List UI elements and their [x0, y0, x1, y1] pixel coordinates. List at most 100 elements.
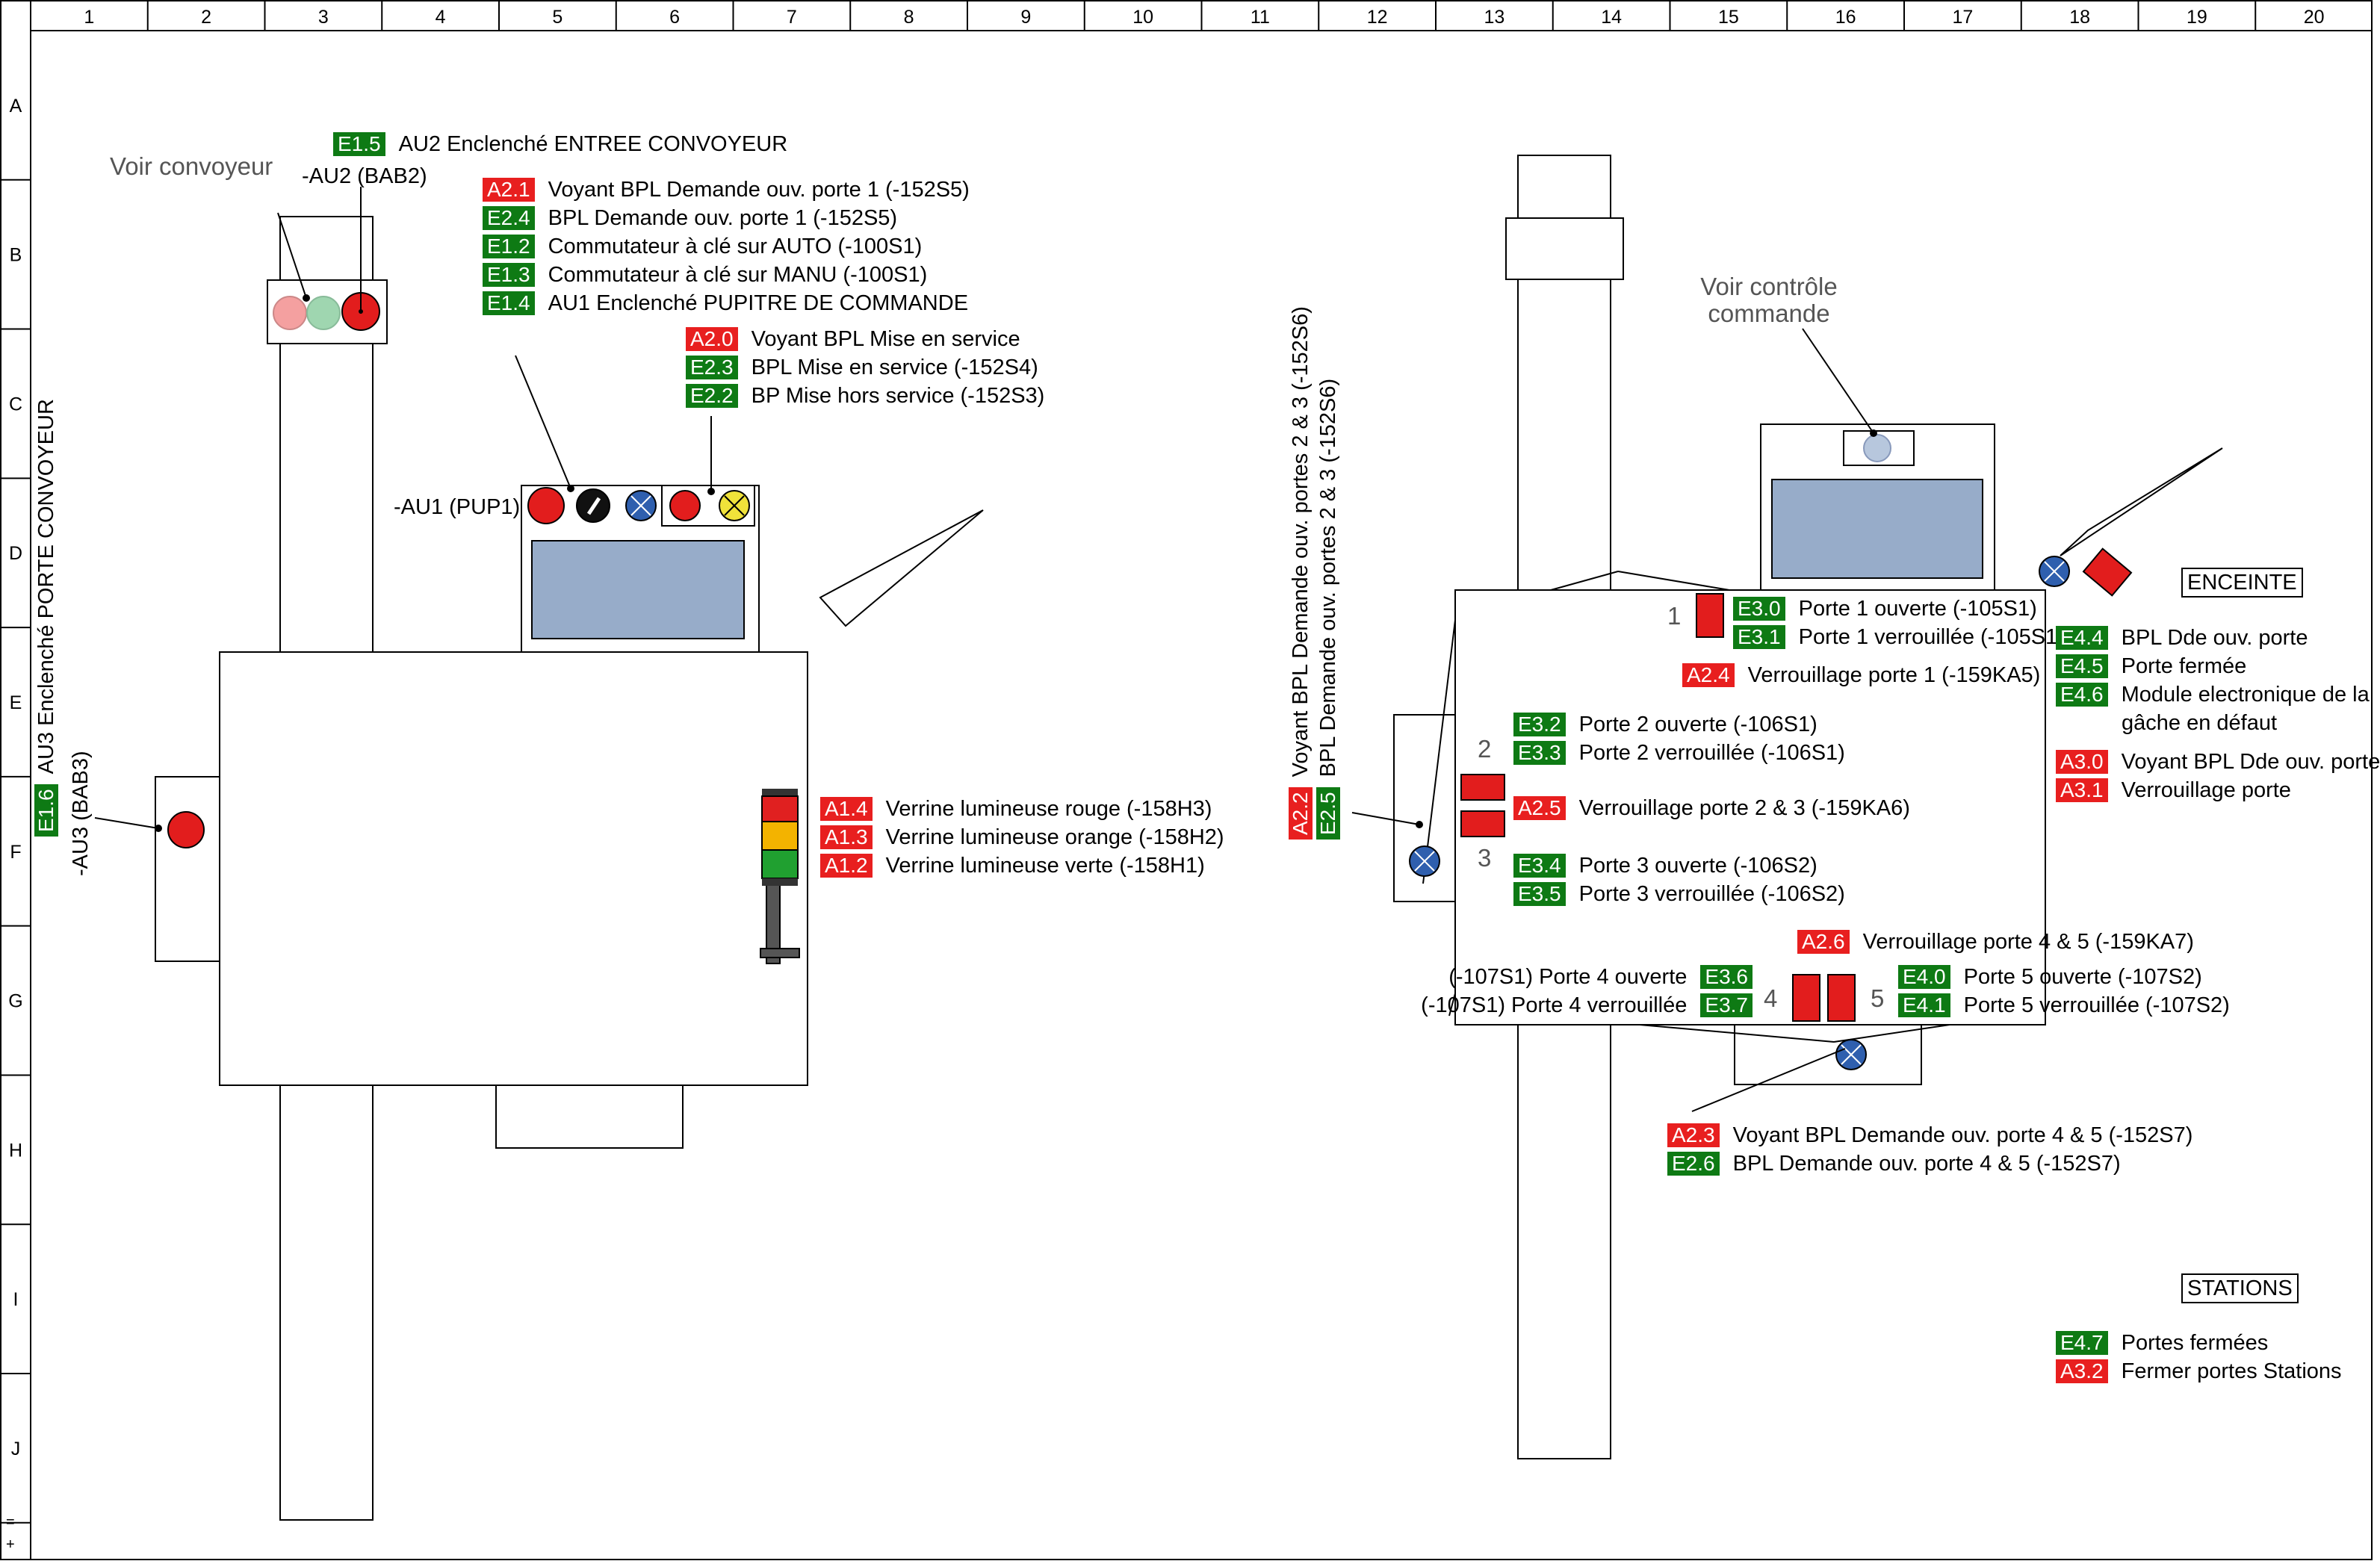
io-tag: E3.2 [1513, 713, 1566, 736]
io-description: Commutateur à clé sur MANU (-100S1) [548, 263, 928, 287]
row-label: C [9, 394, 22, 415]
io-tag: E3.3 [1513, 741, 1566, 765]
annotation-e1-2: E1.2 Commutateur à clé sur AUTO (-100S1) [483, 233, 970, 260]
io-tag: E2.3 [686, 356, 738, 379]
io-tag: E4.7 [2056, 1331, 2108, 1355]
io-description: Verrouillage porte 1 (-159KA5) [1747, 663, 2041, 687]
annotation-e1-6: E1.6 AU3 Enclenché PORTE CONVOYEUR [33, 399, 60, 837]
annotation-e1-5: E1.5 AU2 Enclenché ENTREE CONVOYEUR [333, 131, 787, 158]
annotation-e2-3: E2.3 BPL Mise en service (-152S4) [686, 354, 1044, 381]
io-tag: A2.2 [1289, 787, 1313, 840]
row-label: B [10, 245, 22, 266]
au1-label: -AU1 (PUP1) [394, 495, 521, 519]
io-description: Module electronique de la [2121, 683, 2370, 707]
io-tag: E3.7 [1700, 993, 1753, 1017]
io-description: BP Mise hors service (-152S3) [751, 384, 1045, 408]
io-description: AU2 Enclenché ENTREE CONVOYEUR [398, 132, 788, 156]
row-label: F [10, 842, 21, 863]
row-label: I [13, 1289, 19, 1310]
left-view-cone [819, 509, 984, 627]
enclosure-outline-lines [1422, 571, 1950, 1043]
io-description: Voyant BPL Dde ouv. porte [2121, 750, 2380, 774]
voir-controle-label: Voir contrôle commande [1700, 273, 1838, 327]
io-description: Voyant BPL Demande ouv. porte 4 & 5 (-15… [1732, 1123, 2193, 1147]
lock-porte-5 [1827, 974, 1856, 1022]
column-label: 15 [1718, 7, 1739, 28]
column-label: 13 [1484, 7, 1504, 28]
column-label: 8 [904, 7, 914, 28]
cabinet-screen [1771, 479, 1983, 579]
io-description: Verrine lumineuse verte (-158H1) [885, 854, 1205, 878]
io-tag: E3.6 [1700, 965, 1753, 989]
io-description: AU3 Enclenché PORTE CONVOYEUR [34, 399, 58, 775]
io-description: Commutateur à clé sur AUTO (-100S1) [548, 235, 923, 258]
row-label: E [10, 692, 22, 713]
io-description: BPL Dde ouv. porte [2121, 626, 2308, 650]
au2-label: -AU2 (BAB2) [302, 164, 427, 188]
io-description: Porte 3 ouverte (-106S2) [1578, 854, 1817, 878]
io-description: Verrouillage porte 4 & 5 (-159KA7) [1862, 930, 2194, 954]
annotation-e2-6: E2.6 BPL Demande ouv. porte 4 & 5 (-152S7… [1667, 1150, 2192, 1177]
left-leader-lines [94, 187, 712, 829]
io-description: Porte fermée [2121, 654, 2247, 678]
door-lock-red [1460, 547, 2133, 1022]
io-tag: E1.6 [34, 784, 58, 837]
io-tag: A1.3 [820, 825, 873, 849]
column-label: 7 [787, 7, 797, 28]
annotation-a1-3: A1.3 Verrine lumineuse orange (-158H2) [820, 824, 1224, 851]
io-tag: E1.2 [483, 235, 535, 258]
au3-label: -AU3 (BAB3) [69, 751, 93, 876]
io-description: Verrine lumineuse orange (-158H2) [885, 825, 1224, 849]
annotation-e4-5: E4.5 Porte fermée [2056, 653, 2380, 680]
au2-light-green [306, 296, 341, 330]
enceinte-title: ENCEINTE [2181, 568, 2303, 598]
io-tag: A3.1 [2056, 778, 2108, 802]
lock-porte-3 [1460, 810, 1505, 837]
enceinte-lock [2082, 547, 2133, 597]
column-label: 20 [2304, 7, 2325, 28]
door-number-3: 3 [1478, 844, 1492, 872]
io-description: BPL Demande ouv. porte 4 & 5 (-152S7) [1732, 1152, 2121, 1176]
annotation-e2-5: E2.5 BPL Demande ouv. portes 2 & 3 (-152… [1315, 379, 1342, 840]
io-description: BPL Mise en service (-152S4) [751, 356, 1038, 379]
io-tag: A1.4 [820, 797, 873, 821]
io-description: Voyant BPL Demande ouv. portes 2 & 3 (-1… [1289, 306, 1313, 778]
io-tag: E4.5 [2056, 654, 2108, 678]
io-tag: E4.1 [1898, 993, 1950, 1017]
io-description: (-107S1) Porte 4 ouverte [1448, 965, 1688, 989]
io-tag: E2.6 [1667, 1152, 1720, 1176]
io-description: AU1 Enclenché PUPITRE DE COMMANDE [548, 291, 969, 315]
column-label: 10 [1132, 7, 1153, 28]
annotation-e3-6: (-107S1) Porte 4 ouverte E3.6 [1421, 963, 1753, 990]
io-description: Porte 1 ouverte (-105S1) [1798, 597, 2037, 621]
row-label: A [10, 96, 22, 117]
column-label: 17 [1952, 7, 1973, 28]
footer-mark-eq: = [6, 1514, 15, 1530]
column-label: 2 [201, 7, 211, 28]
enclosure-base [495, 1084, 684, 1149]
io-tag: A2.5 [1513, 796, 1566, 820]
io-tag: A3.2 [2056, 1359, 2108, 1383]
